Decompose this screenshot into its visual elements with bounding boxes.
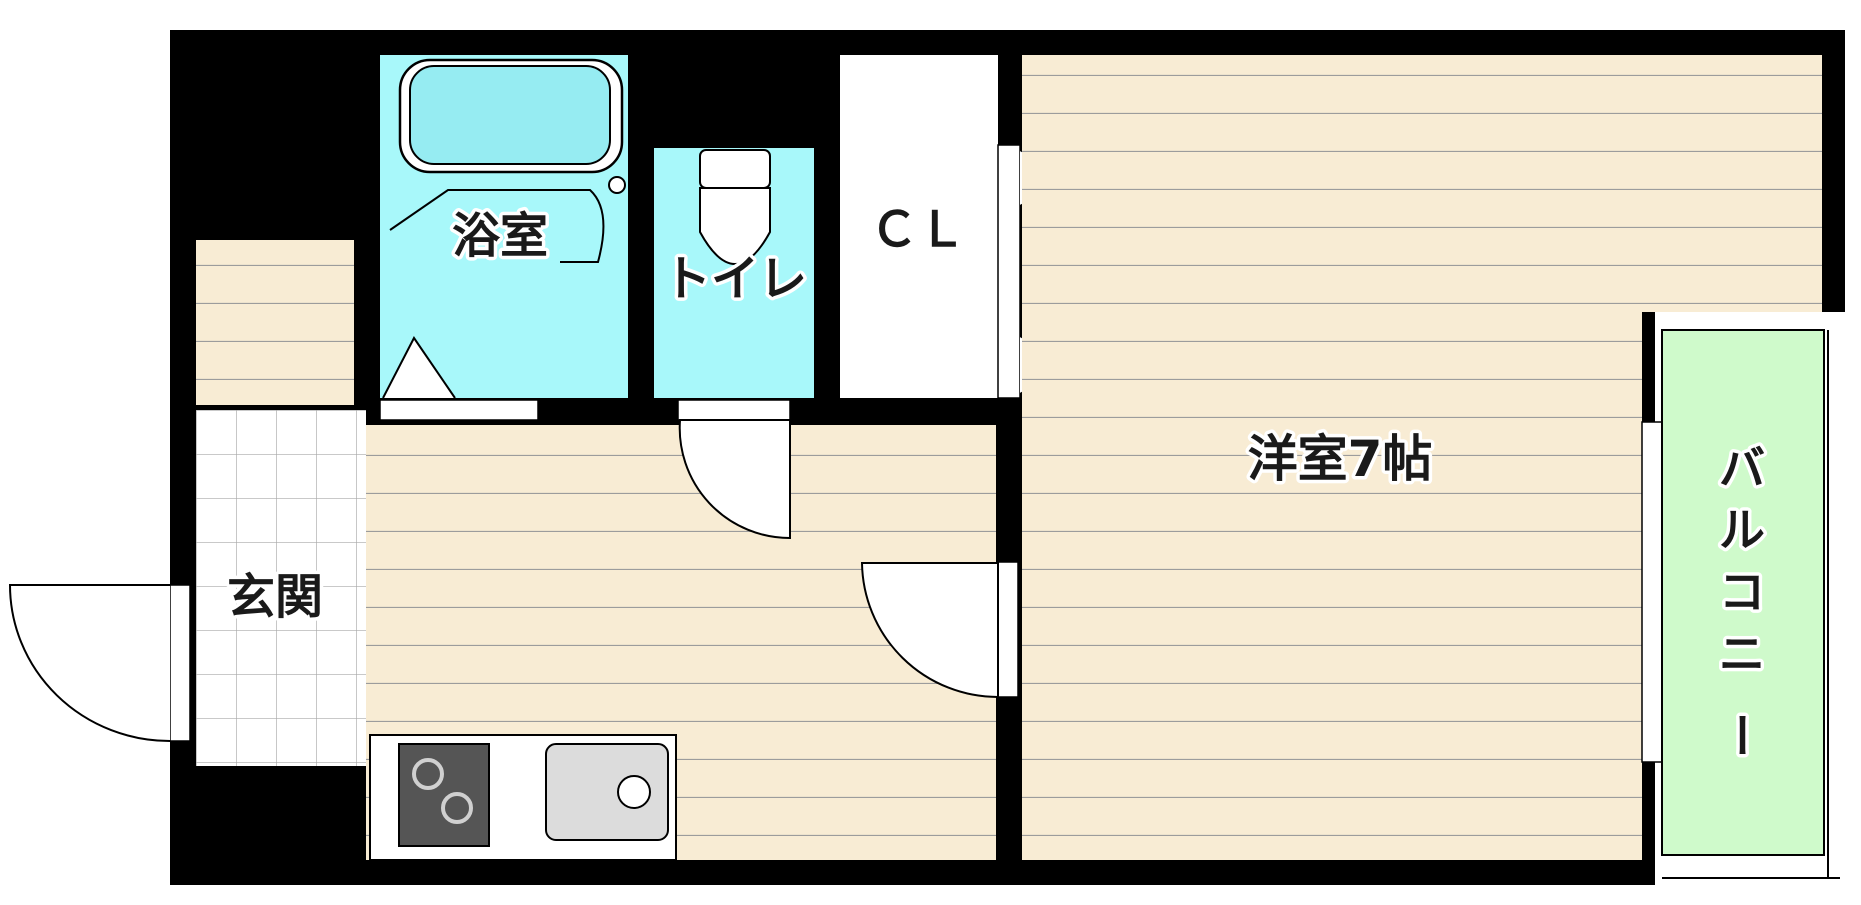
- storage-floor: [196, 240, 354, 405]
- room-door-frame: [997, 561, 1019, 698]
- sink-drain: [617, 775, 651, 809]
- balcony-label: バ ル コ ニ ー: [1711, 438, 1772, 762]
- balcony-char: ー: [1714, 712, 1768, 758]
- balcony-char: バ: [1719, 441, 1765, 495]
- balcony-char: ニ: [1719, 627, 1765, 681]
- bath-step: [389, 189, 605, 263]
- stove-burner-1: [412, 758, 444, 790]
- western-room-floor-main: [1022, 300, 1642, 860]
- toilet-bowl: [699, 187, 771, 265]
- bath-label: 浴室: [452, 208, 548, 264]
- bathtub-inner: [409, 65, 611, 165]
- closet-floor: [840, 55, 998, 398]
- closet-door-frame: [997, 144, 1021, 399]
- toilet-tank: [699, 149, 771, 189]
- room-door-swing: [860, 562, 999, 699]
- entrance-floor: [196, 410, 366, 766]
- balcony-char: ル: [1719, 503, 1765, 557]
- bath-faucet: [608, 176, 626, 194]
- stove-burner-2: [441, 792, 473, 824]
- balcony-window: [1641, 421, 1663, 763]
- entrance-label: 玄関: [227, 569, 323, 625]
- balcony-floor: [1661, 329, 1825, 856]
- stove: [398, 743, 490, 847]
- bath-door: [379, 399, 539, 421]
- toilet-label: トイレ: [663, 251, 807, 307]
- balcony-char: コ: [1719, 565, 1765, 619]
- toilet-door: [677, 399, 791, 421]
- entrance-door-frame: [169, 584, 191, 742]
- bath-door-swing: [382, 336, 456, 399]
- western-room-floor: [1022, 55, 1822, 312]
- sink: [545, 743, 669, 841]
- toilet-door-swing: [678, 419, 791, 540]
- closet-label: ＣＬ: [870, 202, 966, 258]
- western-room-label: 洋室7帖: [1248, 430, 1433, 488]
- entrance-door-swing: [8, 584, 171, 742]
